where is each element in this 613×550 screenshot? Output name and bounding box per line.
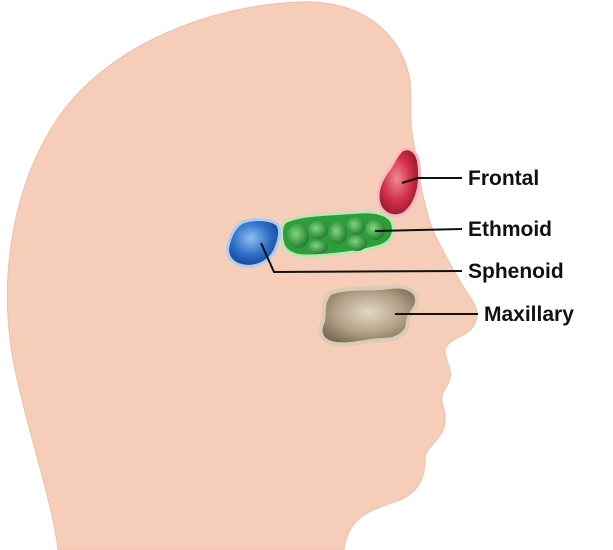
maxillary-sinus	[321, 287, 418, 345]
ethmoid-cell	[329, 222, 347, 244]
ethmoid-cell	[308, 240, 328, 254]
ethmoid-label: Ethmoid	[468, 218, 552, 241]
sphenoid-label: Sphenoid	[468, 260, 564, 283]
ethmoid-cell	[287, 224, 309, 248]
frontal-label: Frontal	[468, 167, 539, 190]
ethmoid-cell	[347, 235, 367, 251]
head-silhouette	[7, 2, 476, 550]
ethmoid-cell	[347, 217, 365, 235]
maxillary-label: Maxillary	[484, 303, 574, 326]
ethmoid-cell	[308, 221, 328, 239]
